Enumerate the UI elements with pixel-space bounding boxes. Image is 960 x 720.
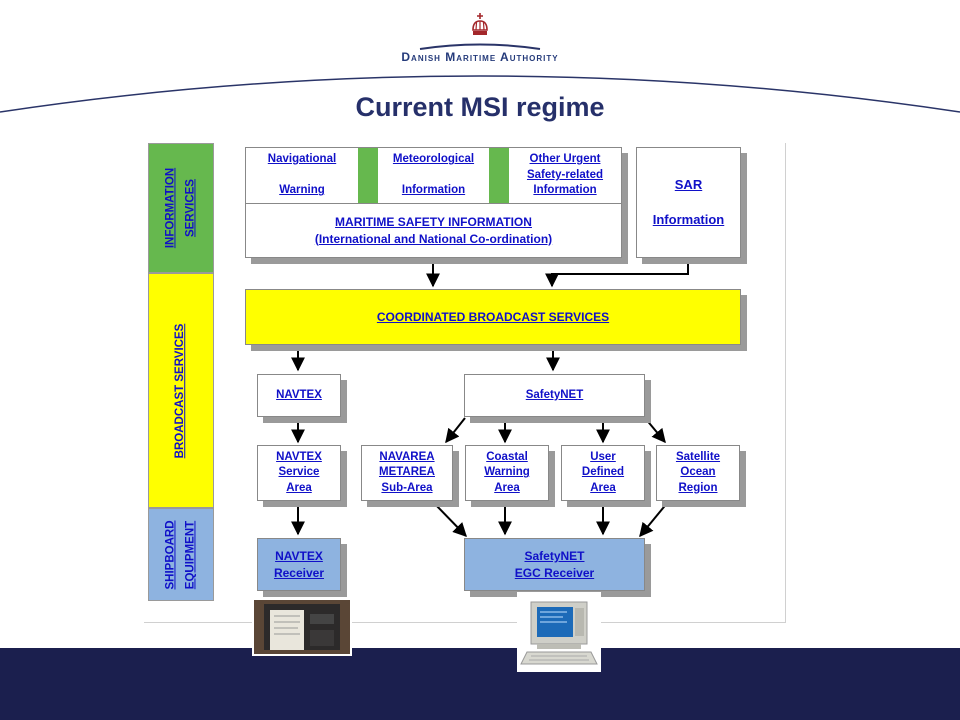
computer-terminal-icon xyxy=(520,601,598,665)
msi-divider xyxy=(245,203,622,204)
band-shipboard-equipment: SHIPBOARD EQUIPMENT xyxy=(148,508,214,601)
node-sar-information: SAR Information xyxy=(636,147,741,258)
node-navigational-warning: Navigational Warning xyxy=(267,153,337,197)
node-coastal-warning-area: Coastal Warning Area xyxy=(465,445,549,501)
diagram-frame xyxy=(144,143,786,623)
egc-terminal-photo xyxy=(517,592,601,672)
node-navtex-service-area: NAVTEX Service Area xyxy=(257,445,341,501)
node-safetynet-egc-receiver: SafetyNET EGC Receiver xyxy=(464,538,645,591)
organization-logo-text: Danish Maritime Authority xyxy=(401,50,559,64)
node-user-defined-area: User Defined Area xyxy=(561,445,645,501)
node-coordinated-broadcast-services: COORDINATED BROADCAST SERVICES xyxy=(245,289,741,345)
navtex-receiver-photo xyxy=(252,598,352,656)
node-satellite-ocean-region: Satellite Ocean Region xyxy=(656,445,740,501)
node-meteorological-information: Meteorological Information xyxy=(392,153,475,197)
msi-source-group xyxy=(245,147,622,258)
band-broadcast-services: BROADCAST SERVICES xyxy=(148,273,214,508)
node-safetynet: SafetyNET xyxy=(464,374,645,417)
node-navarea-metarea: NAVAREA METAREA Sub-Area xyxy=(361,445,453,501)
node-other-urgent-information: Other Urgent Safety-related Information xyxy=(526,153,604,197)
crown-icon xyxy=(472,13,488,35)
node-maritime-safety-information: MARITIME SAFETY INFORMATION (Internation… xyxy=(314,215,553,246)
msi-green-separator-2 xyxy=(489,148,509,203)
msi-green-separator-1 xyxy=(358,148,378,203)
footer-band xyxy=(0,648,960,720)
header-swoosh xyxy=(0,43,960,113)
page-title: Current MSI regime xyxy=(355,92,605,122)
band-information-services: INFORMATION SERVICES xyxy=(148,143,214,273)
node-navtex-receiver: NAVTEX Receiver xyxy=(257,538,341,591)
navtex-printer-icon xyxy=(254,600,350,654)
node-navtex: NAVTEX xyxy=(257,374,341,417)
